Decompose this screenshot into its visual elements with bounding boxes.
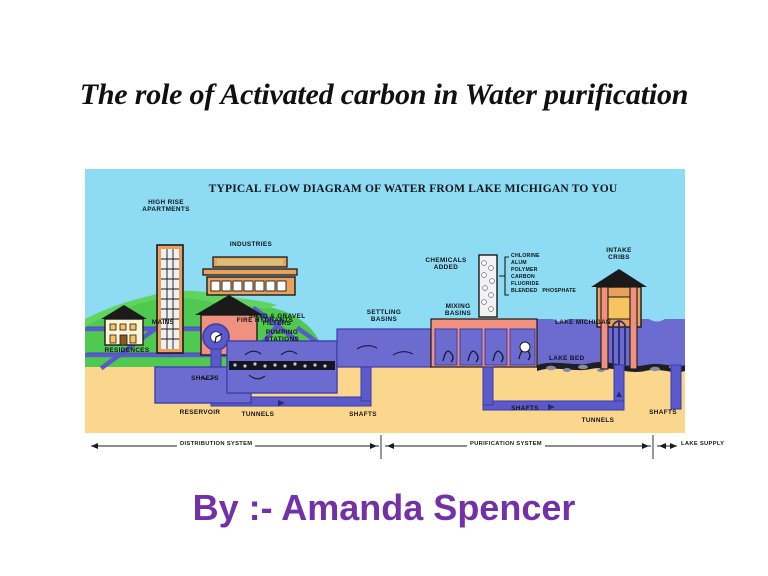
diagram-canvas: TYPICAL FLOW DIAGRAM OF WATER FROM LAKE … [85,169,685,433]
label-lake-michigan: LAKE MICHIGAN [555,319,612,326]
chemical-blended-phosphate: BLENDED PHOSPHATE [511,288,577,294]
chemical-fluoride: FLUORIDE [511,281,540,287]
diagram-heading: TYPICAL FLOW DIAGRAM OF WATER FROM LAKE … [208,183,618,195]
label-highrise-apartments: HIGH RISE APARTMENTS [142,199,190,214]
legend-lake-supply: LAKE SUPPLY [678,441,728,447]
label-shafts-mid: SHAFTS [349,411,377,418]
system-legend: DISTRIBUTION SYSTEM PURIFICATION SYSTEM … [85,433,728,460]
label-chemicals-added: CHEMICALS ADDED [425,257,467,272]
author-byline: By :- Amanda Spencer [192,487,576,528]
legend-rules [91,435,677,459]
water-flow-diagram: TYPICAL FLOW DIAGRAM OF WATER FROM LAKE … [85,169,728,460]
label-settling-basins: SETTLING BASINS [366,309,402,324]
chemical-polymer: POLYMER [511,267,538,273]
legend-purification-system: PURIFICATION SYSTEM [467,441,545,447]
chemical-carbon: CARBON [511,274,535,280]
label-reservoir: RESERVOIR [179,409,221,416]
label-tunnels-left: TUNNELS [241,411,275,418]
label-pumping-stations: PUMPING STATIONS [264,329,300,344]
label-residences: RESIDENCES [104,347,150,354]
legend-distribution-system: DISTRIBUTION SYSTEM [177,441,256,447]
label-shafts-right-1: SHAFTS [511,405,539,412]
label-lake-bed: LAKE BED [549,355,585,362]
chemical-chlorine: CHLORINE [511,253,540,259]
label-industries: INDUSTRIES [229,241,273,248]
label-shafts-left: SHAFTS [191,375,219,382]
chemical-alum: ALUM [511,260,527,266]
page-title: The role of Activated carbon in Water pu… [79,78,689,111]
label-mains: MAINS [151,319,175,326]
label-shafts-right-2: SHAFTS [649,409,677,416]
label-fire-hydrants: FIRE HYDRANTS [236,317,294,324]
label-sand-gravel-filters: SAND & GRAVEL FILTERS [248,313,306,328]
diagram-artwork [85,169,685,433]
label-mixing-basins: MIXING BASINS [444,303,472,318]
label-intake-cribs: INTAKE CRIBS [606,247,632,262]
label-tunnels-right: TUNNELS [581,417,615,424]
